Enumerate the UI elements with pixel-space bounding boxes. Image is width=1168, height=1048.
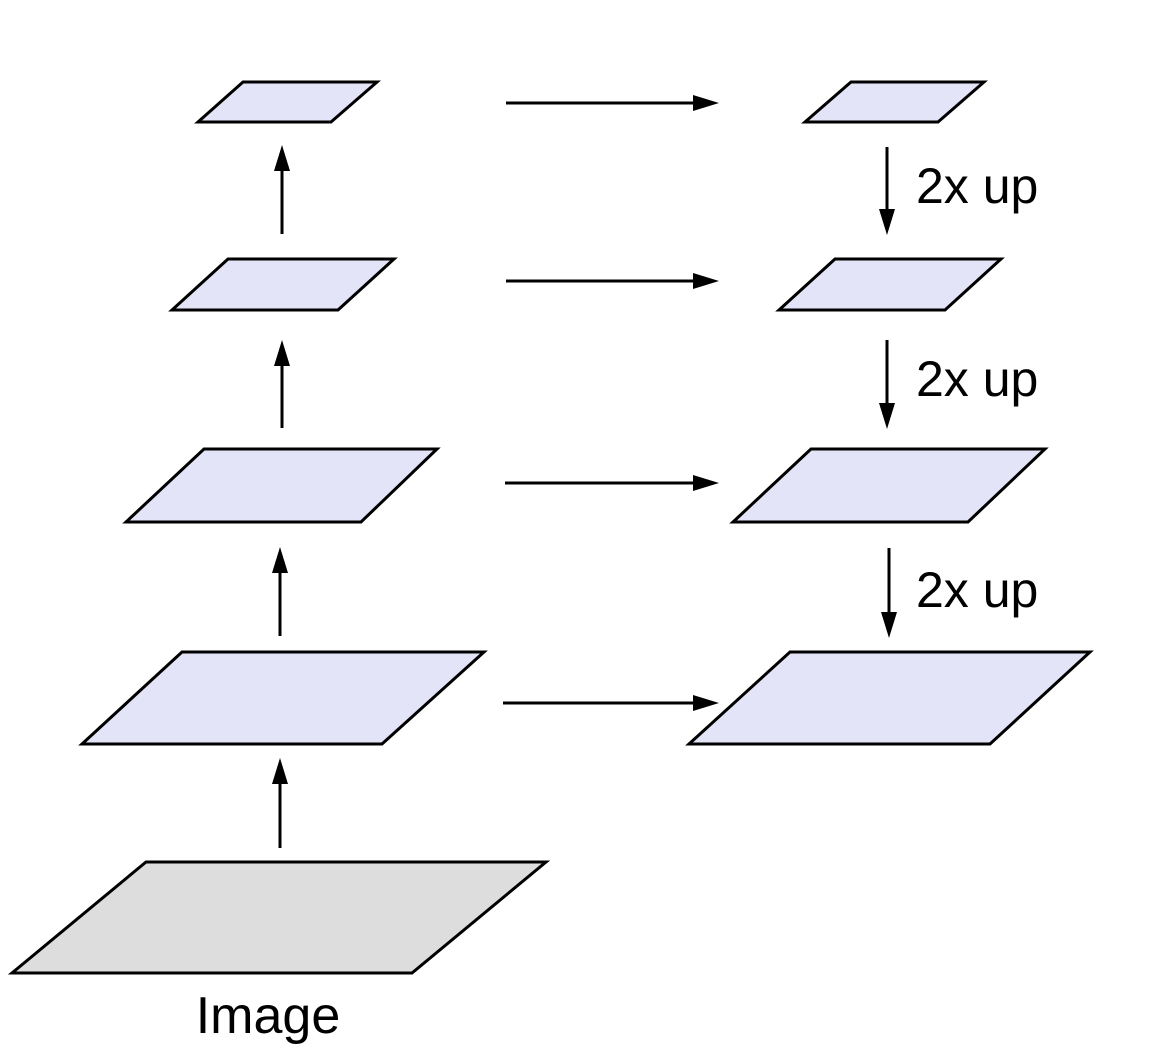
bottom-up-level-3-plane <box>168 257 398 312</box>
lateral-arrow <box>503 695 719 711</box>
upsample-arrow <box>879 147 895 235</box>
upsample-label: 2x up <box>916 158 1038 214</box>
input-image-plane <box>7 860 551 975</box>
top-down-level-3-plane <box>775 257 1005 312</box>
lateral-arrow <box>505 475 719 491</box>
upsample-arrow <box>879 340 895 429</box>
upsample-label: 2x up <box>916 562 1038 618</box>
upsample-label: 2x up <box>916 351 1038 407</box>
up-arrow <box>274 340 290 428</box>
bottom-up-level-4-plane <box>194 80 382 124</box>
lateral-arrow <box>506 273 719 289</box>
top-down-level-1-plane <box>685 650 1094 746</box>
lateral-arrow <box>506 95 719 111</box>
image-label: Image <box>196 987 341 1045</box>
bottom-up-level-2-plane <box>122 447 441 524</box>
bottom-up-level-1-plane <box>78 650 488 746</box>
top-down-level-4-plane <box>800 80 989 124</box>
up-arrow <box>272 758 288 848</box>
upsample-arrow <box>881 548 897 638</box>
up-arrow <box>272 547 288 636</box>
top-down-level-2-plane <box>729 447 1049 524</box>
up-arrow <box>274 145 290 234</box>
